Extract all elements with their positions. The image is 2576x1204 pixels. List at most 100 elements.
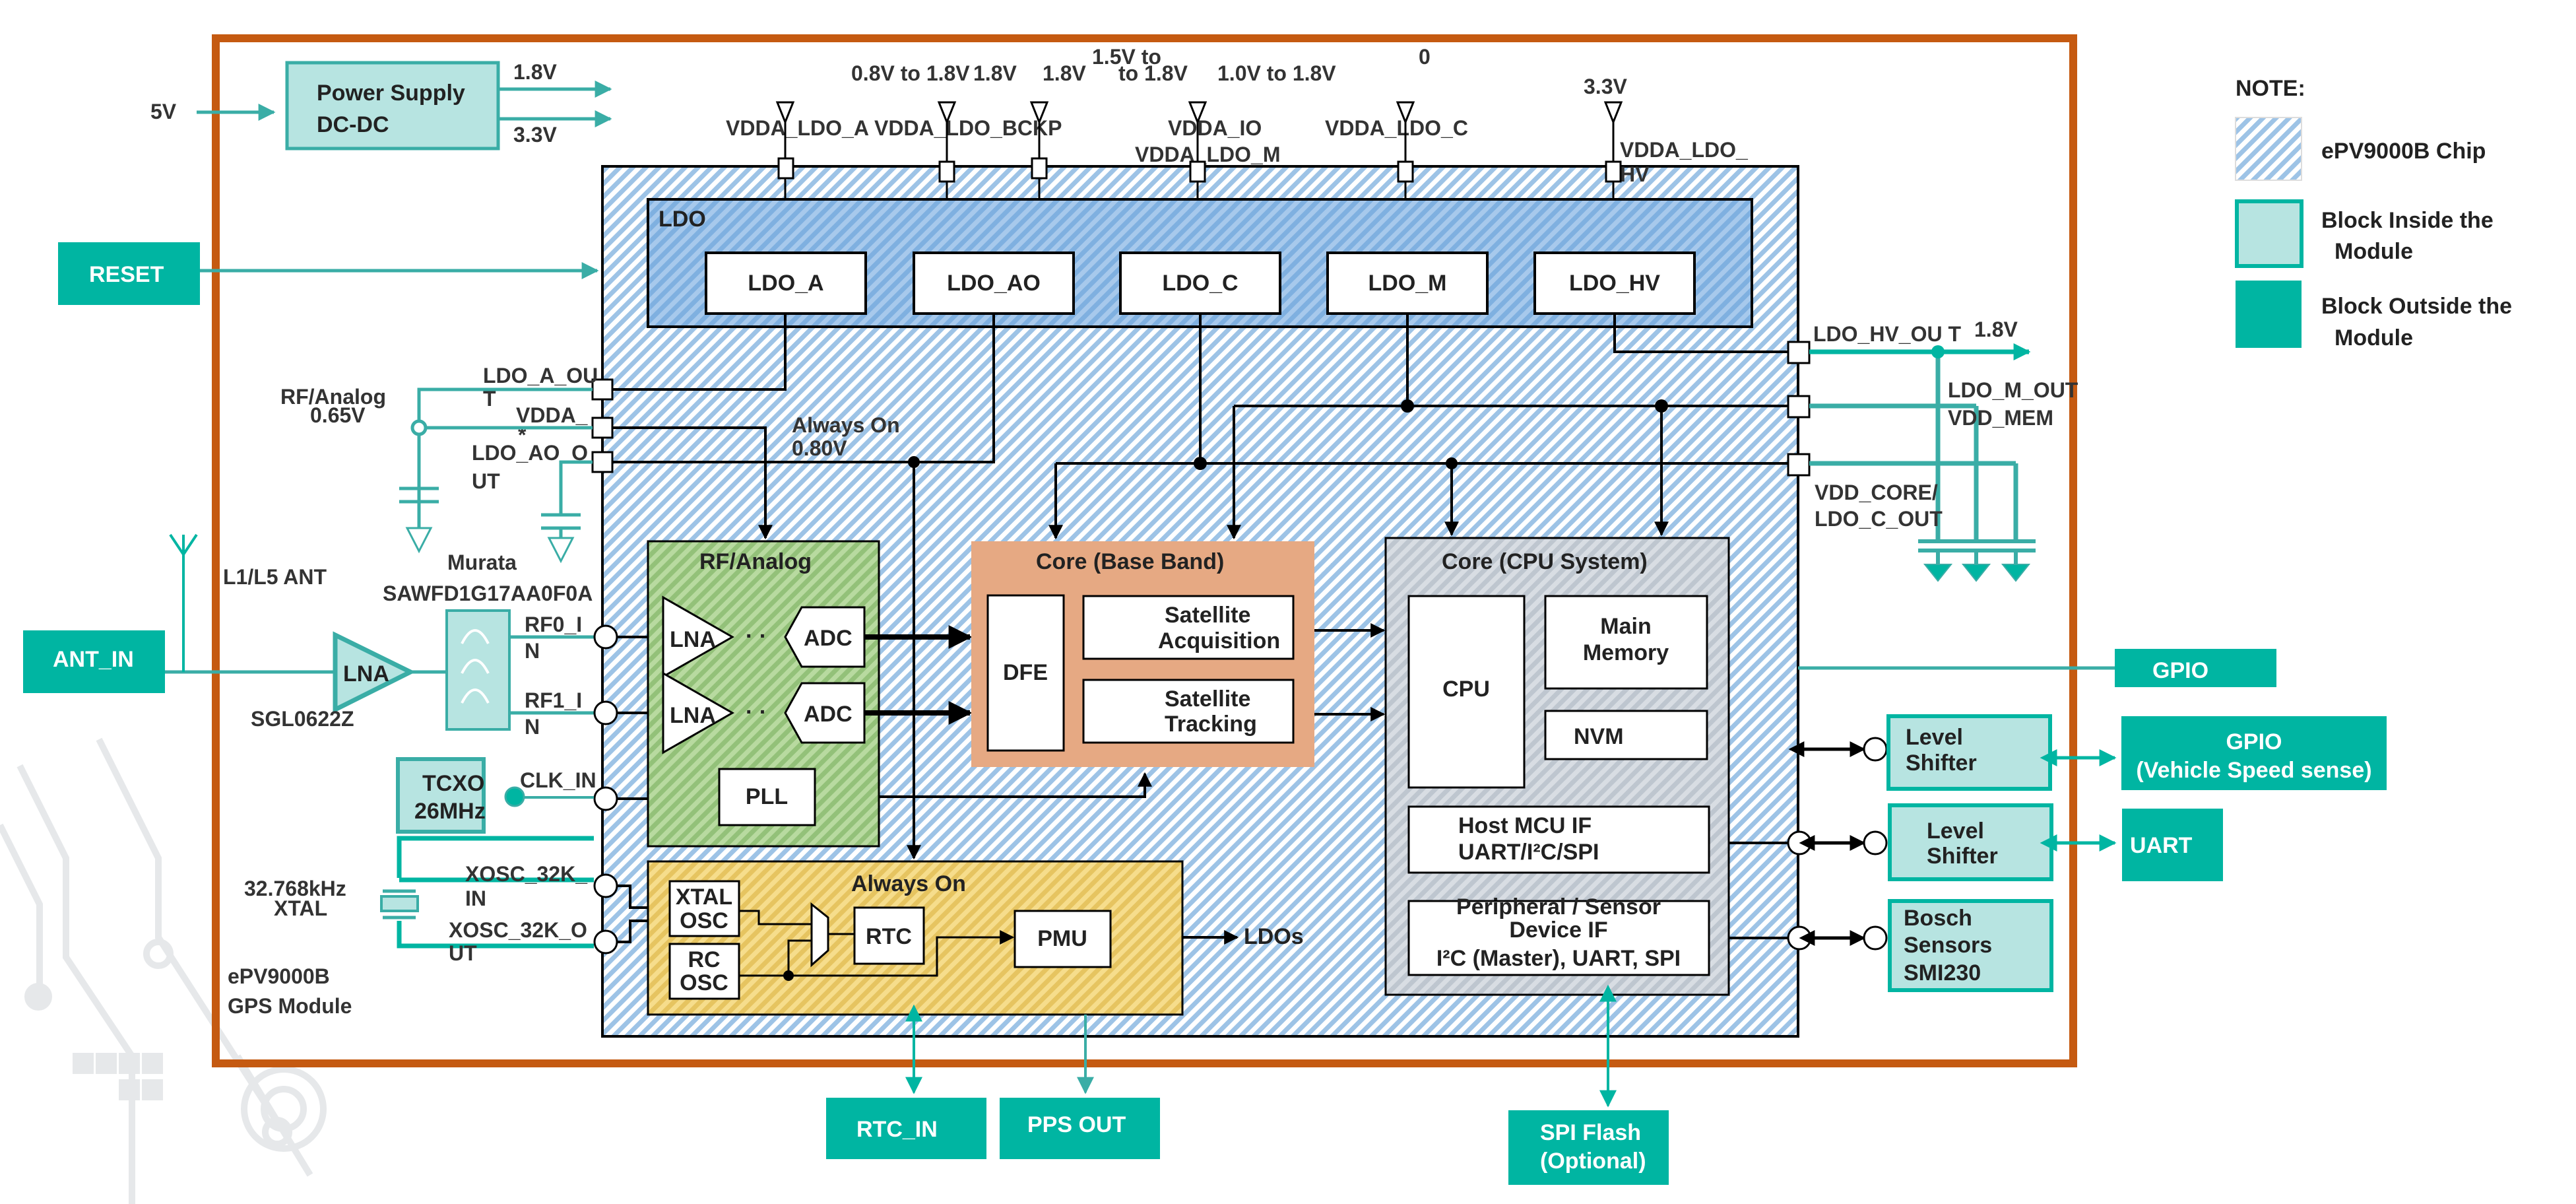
svg-text:T: T [483,387,496,411]
svg-text:Acquisition: Acquisition [1158,628,1280,653]
level-shifter-uart: Level Shifter UART [1787,803,2223,881]
svg-text:SAWFD1G17AA0F0A: SAWFD1G17AA0F0A [383,582,593,605]
module-label-line1: ePV9000B [228,964,330,988]
svg-text:PMU: PMU [1037,926,1087,951]
supply-voltage-bckp: 0.8V to 1.8V [851,61,970,85]
ps-out-1v8: 1.8V [513,60,557,84]
svg-text:N: N [525,639,540,663]
right-output-rails [1809,343,2031,541]
legend-swatch-chip [2235,117,2302,181]
svg-text:Tracking: Tracking [1165,712,1257,737]
reset-block: RESET [58,242,599,305]
svg-text:XOSC_32K_: XOSC_32K_ [465,862,588,886]
legend-label-outside-2: Module [2334,325,2413,351]
tcxo-block [396,757,486,834]
svg-text:XOSC_32K_O: XOSC_32K_O [449,918,587,942]
svg-text:RF/Analog: RF/Analog [280,385,386,409]
ldo-block-a: LDO_A [705,251,867,315]
svg-text:VDD_MEM: VDD_MEM [1948,406,2053,430]
left-pin-labels: LDO_A_OU T VDDA_ * LDO_AO_O UT RF/Analog… [280,364,900,493]
rtc-in-block: RTC_IN [826,1004,986,1159]
module-border [212,34,2077,1067]
svg-text:XTAL: XTAL [274,896,327,920]
legend-title: NOTE: [2236,76,2305,101]
svg-text:N: N [525,715,540,739]
svg-text:RC: RC [688,947,720,972]
svg-text:RTC_IN: RTC_IN [856,1117,938,1142]
svg-text:LDO_M_OUT: LDO_M_OUT [1948,378,2078,402]
svg-text:Core (CPU System): Core (CPU System) [1442,549,1648,574]
clock-sources: TCXO 26MHz CLK_IN 32.768kHz XTAL XOSC_32… [244,757,596,965]
svg-text:LDO_C: LDO_C [1162,271,1238,296]
svg-text:RTC: RTC [866,924,912,949]
svg-text:UT: UT [472,469,500,493]
svg-text:LDO_HV_OU T: LDO_HV_OU T [1813,322,1961,346]
svg-text:Murata: Murata [447,551,517,574]
supply-pins: 0.8V to 1.8V 1.8V 1.8V 1.5V to to 1.8V 1… [726,45,1749,186]
svg-text:Core (Base Band): Core (Base Band) [1036,549,1224,574]
gpio-block: GPIO [1798,649,2276,687]
ldos-label: LDOs [1244,924,1304,949]
svg-text:DFE: DFE [1003,660,1048,685]
right-decoupling-caps [1918,539,2036,582]
ps-out-3v3: 3.3V [513,123,557,147]
svg-text:LDO_A_OU: LDO_A_OU [483,364,598,387]
svg-text:Sensors: Sensors [1904,933,1992,958]
svg-text:UART/I²C/SPI: UART/I²C/SPI [1458,840,1599,865]
svg-text:0.65V: 0.65V [310,403,366,427]
svg-text:OSC: OSC [680,908,728,933]
svg-text:LNA: LNA [343,661,389,686]
svg-text:TCXO: TCXO [422,771,484,796]
svg-text:CPU: CPU [1442,677,1490,702]
ldo-group: LDO LDO_A LDO_AO LDO_C LDO_M LDO_HV [647,198,1753,328]
crystal-icon [380,895,419,912]
pps-out-block: PPS OUT [1000,1015,1160,1159]
svg-text:Always On: Always On [851,871,966,896]
svg-text:LDO_AO: LDO_AO [947,271,1041,296]
legend-label-inside-2: Module [2334,239,2413,264]
right-pin-labels: LDO_HV_OU T 1.8V LDO_M_OUT VDD_MEM VDD_C… [1813,318,2078,531]
svg-text:PLL: PLL [746,784,788,809]
ldo-block-ao: LDO_AO [913,251,1075,315]
bosch-sensors: Bosch Sensors SMI230 [1787,899,2053,992]
svg-text:RF1_I: RF1_I [525,688,582,712]
supply-voltage-1v8: 1.8V [1043,61,1086,85]
svg-text:Satellite: Satellite [1165,686,1250,712]
svg-text:· ·: · · [746,700,767,725]
svg-text:I²C (Master), UART, SPI: I²C (Master), UART, SPI [1436,946,1681,971]
background-circuit-decoration [0,737,327,1204]
svg-text:Satellite: Satellite [1165,603,1250,628]
svg-text:Bosch: Bosch [1904,906,1972,931]
left-pins [591,378,614,473]
right-pins [1787,341,1811,477]
svg-text:VDD_CORE/: VDD_CORE/ [1815,481,1938,504]
legend-label-chip: ePV9000B Chip [2321,139,2486,164]
round-pins [593,624,618,954]
module-label-line2: GPS Module [228,994,352,1018]
spi-flash-block: SPI Flash (Optional) [1508,984,1669,1185]
svg-text:Level: Level [1906,725,1963,750]
supply-voltage-hv: 3.3V [1584,75,1627,98]
legend: NOTE: ePV9000B Chip Block Inside the Mod… [2235,76,2512,351]
pin-vdda-io: VDDA_IO [1168,116,1262,140]
hv-junction [1931,345,1945,358]
svg-text:XTAL: XTAL [676,885,732,910]
svg-text:IN: IN [465,886,486,910]
svg-text:RF0_I: RF0_I [525,613,582,636]
svg-text:LDO_M: LDO_M [1368,271,1447,296]
svg-text:Always On: Always On [792,413,900,437]
svg-text:SGL0622Z: SGL0622Z [251,707,354,731]
svg-text:Memory: Memory [1583,640,1669,665]
ldo-block-m: LDO_M [1326,251,1489,315]
svg-text:0.80V: 0.80V [792,436,847,460]
pin-vdda-ldo-hv-1: VDDA_LDO_ [1620,138,1749,162]
svg-text:GPIO: GPIO [2226,729,2282,754]
dcdc-label: DC-DC [317,112,389,137]
pin-vdda-ldo-bckp: VDDA_LDO_BCKP [874,116,1062,140]
svg-text:LDO_HV: LDO_HV [1569,271,1660,296]
power-supply-label: Power Supply [317,81,465,106]
svg-text:LDO_C_OUT: LDO_C_OUT [1815,507,1943,531]
legend-swatch-outside [2236,281,2302,348]
supply-voltage-io-1: 1.5V to [1092,45,1161,69]
